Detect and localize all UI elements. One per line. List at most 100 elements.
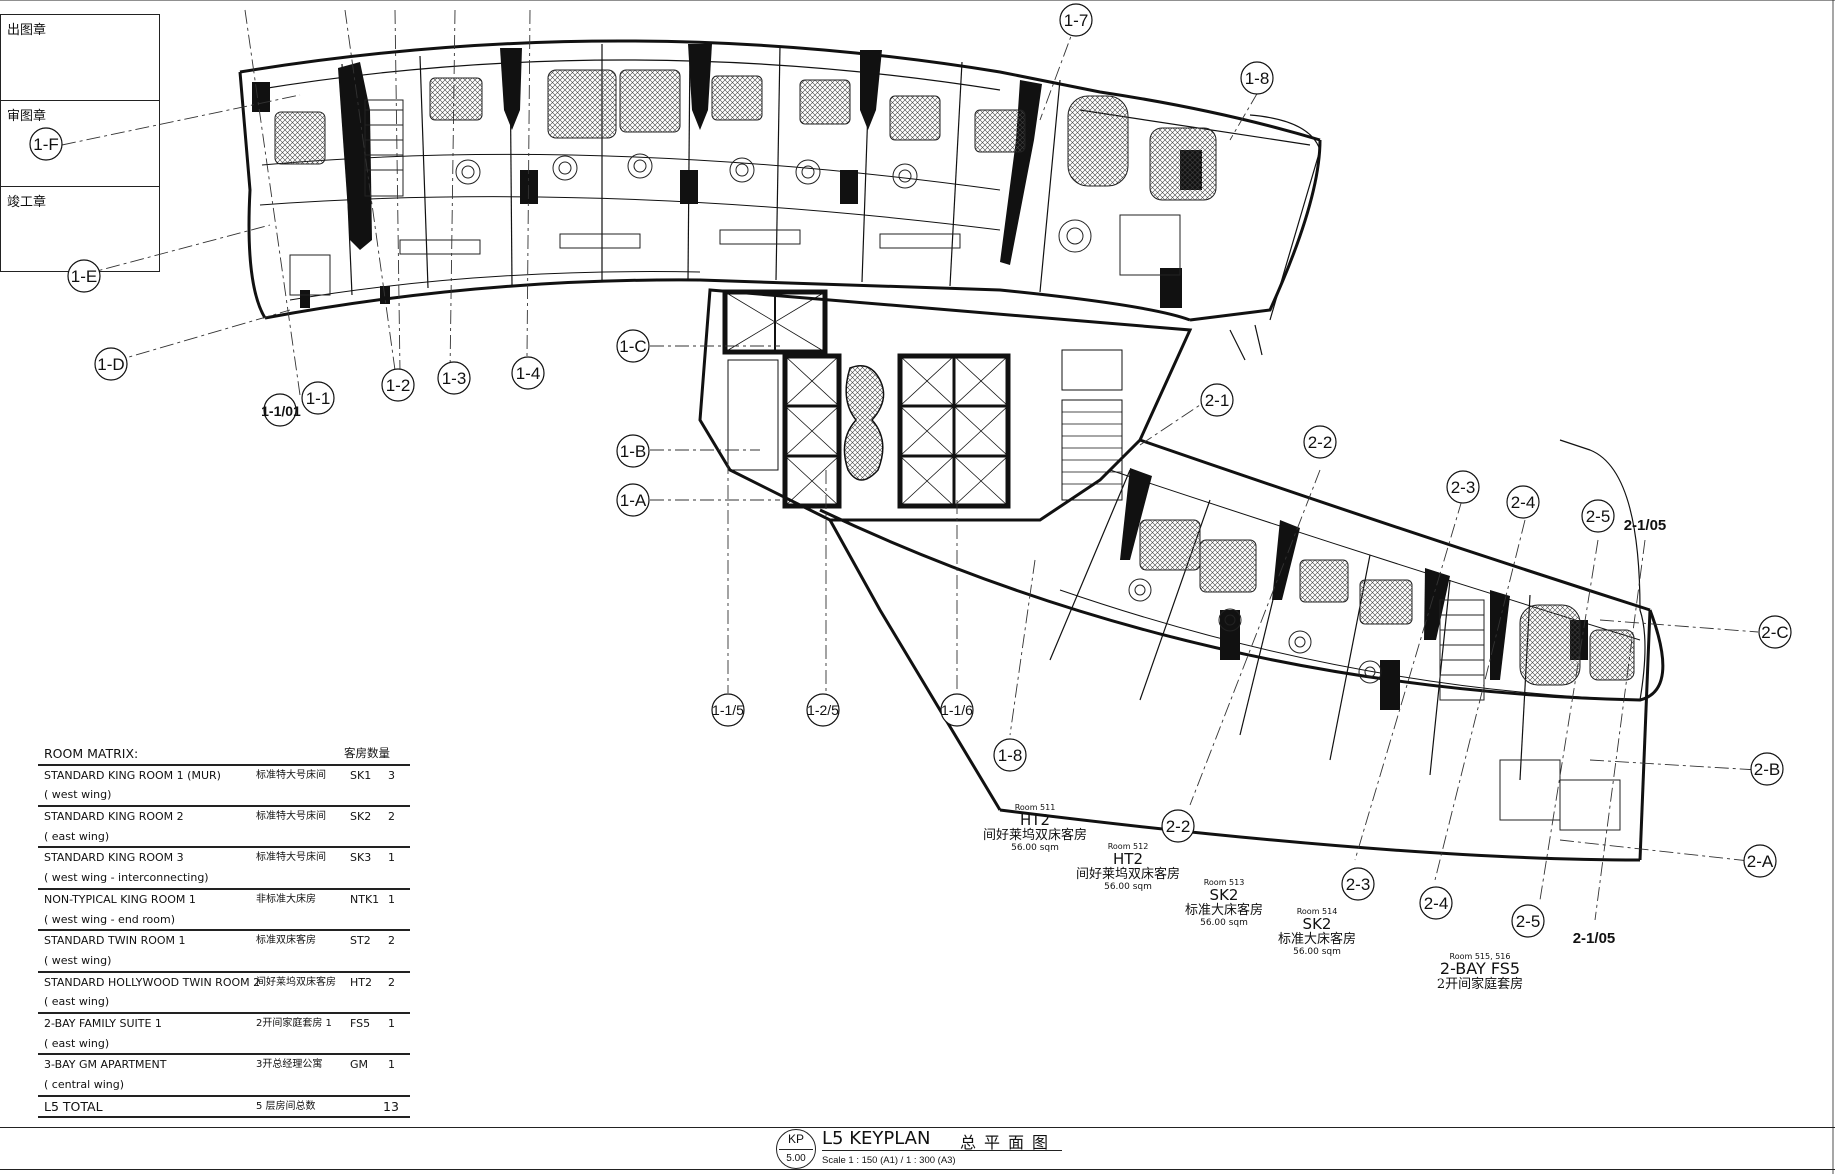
svg-text:2-4: 2-4 bbox=[1511, 493, 1536, 512]
svg-text:1-1/01: 1-1/01 bbox=[261, 403, 301, 419]
matrix-header: ROOM MATRIX: 客房数量 bbox=[38, 744, 410, 766]
svg-text:2-5: 2-5 bbox=[1516, 912, 1541, 931]
row-name: STANDARD KING ROOM 2 bbox=[44, 810, 184, 824]
row-name-cn: 标准特大号床间 bbox=[256, 852, 326, 864]
grid-bubble-2-5-top: 2-5 bbox=[1581, 499, 1615, 533]
matrix-row: STANDARD KING ROOM 1 (MUR) 标准特大号床间 SK1 3 bbox=[38, 766, 410, 786]
matrix-row-sub: ( west wing - end room) bbox=[38, 910, 410, 932]
svg-text:2-B: 2-B bbox=[1754, 760, 1780, 779]
room-name-cn: 间好莱坞双床客房 bbox=[982, 828, 1087, 843]
room-number: Room 512 bbox=[1107, 842, 1149, 851]
room-code: SK2 bbox=[1302, 915, 1332, 933]
row-count: 3 bbox=[388, 768, 395, 782]
svg-text:1-3: 1-3 bbox=[442, 369, 467, 388]
svg-text:1-2/5: 1-2/5 bbox=[807, 702, 839, 718]
room-matrix-table: ROOM MATRIX: 客房数量 STANDARD KING ROOM 1 (… bbox=[38, 744, 410, 1119]
grid-bubble-2-3-bottom: 2-3 bbox=[1341, 867, 1375, 901]
row-wing: ( west wing - interconnecting) bbox=[44, 871, 209, 885]
svg-text:2-4: 2-4 bbox=[1424, 894, 1449, 913]
matrix-title: ROOM MATRIX: bbox=[44, 746, 139, 761]
svg-text:2-3: 2-3 bbox=[1346, 875, 1371, 894]
row-name: STANDARD KING ROOM 3 bbox=[44, 851, 184, 865]
svg-text:1-A: 1-A bbox=[620, 491, 647, 510]
drawing-title-cn: 总平面图 bbox=[960, 1133, 1057, 1152]
grid-bubble-2B: 2-B bbox=[1750, 752, 1784, 786]
stamp-review-label: 审图章 bbox=[7, 109, 47, 124]
svg-text:2-3: 2-3 bbox=[1451, 478, 1476, 497]
grid-label-2-1-05-bottom: 2-1/05 bbox=[1573, 930, 1616, 947]
row-name: 2-BAY FAMILY SUITE 1 bbox=[44, 1016, 162, 1030]
matrix-row: STANDARD KING ROOM 3 标准特大号床间 SK3 1 bbox=[38, 848, 410, 868]
row-wing: ( east wing) bbox=[44, 995, 110, 1009]
west-wing-columns bbox=[252, 44, 1202, 308]
row-code: FS5 bbox=[350, 1016, 371, 1030]
room-number: Room 511 bbox=[1014, 803, 1056, 812]
matrix-row-sub: ( west wing) bbox=[38, 951, 410, 973]
row-code: ST2 bbox=[350, 934, 371, 948]
grid-bubble-2-3-top: 2-3 bbox=[1446, 470, 1480, 504]
grid-bubble-1-7: 1-7 bbox=[1059, 3, 1093, 37]
grid-bubble-1-2: 1-2 bbox=[381, 368, 415, 402]
row-wing: ( west wing - end room) bbox=[44, 912, 176, 926]
stamp-review: 审图章 bbox=[1, 101, 159, 187]
east-wing-beds bbox=[1139, 519, 1635, 686]
svg-text:1-1/6: 1-1/6 bbox=[941, 702, 973, 718]
matrix-row-sub: ( east wing) bbox=[38, 827, 410, 849]
room-name-cn: 标准大床客房 bbox=[1184, 903, 1263, 918]
grid-bubble-2-1: 2-1 bbox=[1200, 383, 1234, 417]
grid-bubble-1-8-bottom: 1-8 bbox=[993, 738, 1027, 772]
row-name-cn: 2开间家庭套房 1 bbox=[256, 1017, 332, 1029]
room-code: HT2 bbox=[1020, 811, 1050, 829]
row-code: GM bbox=[350, 1058, 369, 1072]
grid-bubble-2-4-top: 2-4 bbox=[1506, 485, 1540, 519]
svg-text:1-8: 1-8 bbox=[998, 746, 1023, 765]
svg-text:1-1: 1-1 bbox=[306, 389, 331, 408]
svg-text:1-7: 1-7 bbox=[1064, 11, 1089, 30]
row-name-cn: 间好莱坞双床客房 bbox=[256, 976, 336, 988]
grid-bubble-1-8-top: 1-8 bbox=[1240, 61, 1274, 95]
svg-text:2-2: 2-2 bbox=[1166, 817, 1191, 836]
matrix-total-row: L5 TOTAL 5 层房间总数 13 bbox=[38, 1097, 410, 1119]
grid-bubble-1-1-6: 1-1/6 bbox=[940, 693, 974, 727]
east-wing bbox=[819, 438, 1665, 862]
title-block-top-rule bbox=[0, 1127, 1835, 1128]
matrix-row: NON-TYPICAL KING ROOM 1 非标准大床房 NTK1 1 bbox=[38, 890, 410, 910]
total-label-cn: 5 层房间总数 bbox=[256, 1100, 316, 1112]
room-label-515-516: Room 515, 516 2-BAY FS5 2开间家庭套房 bbox=[1420, 952, 1540, 992]
east-wing-fixtures bbox=[1128, 578, 1621, 831]
matrix-row: STANDARD KING ROOM 2 标准特大号床间 SK2 2 bbox=[38, 807, 410, 827]
row-name-cn: 标准双床客房 bbox=[256, 935, 316, 947]
matrix-qty-header: 客房数量 bbox=[344, 746, 390, 760]
title-block bbox=[0, 1127, 1835, 1174]
gridlines bbox=[61, 9, 1759, 921]
grid-bubble-2-4-bottom: 2-4 bbox=[1419, 886, 1453, 920]
room-area: 56.00 sqm bbox=[1104, 882, 1152, 892]
row-name: NON-TYPICAL KING ROOM 1 bbox=[44, 892, 196, 906]
room-area: 56.00 sqm bbox=[1293, 947, 1341, 957]
room-area: 56.00 sqm bbox=[1200, 918, 1248, 928]
title-block-bottom-rule bbox=[0, 1169, 1835, 1170]
row-count: 2 bbox=[388, 810, 395, 824]
room-number: Room 513 bbox=[1203, 878, 1245, 887]
grid-bubble-2C: 2-C bbox=[1758, 615, 1792, 649]
east-glazing bbox=[1229, 114, 1321, 361]
svg-text:1-1/5: 1-1/5 bbox=[712, 702, 744, 718]
row-name: STANDARD HOLLYWOOD TWIN ROOM 2 bbox=[44, 975, 261, 989]
room-label-511: Room 511 HT2 间好莱坞双床客房 56.00 sqm bbox=[975, 803, 1095, 853]
svg-text:1-4: 1-4 bbox=[516, 364, 541, 383]
grid-bubble-1-1-01: 1-1/01 bbox=[261, 393, 301, 427]
row-name: 3-BAY GM APARTMENT bbox=[44, 1058, 167, 1072]
svg-text:1-B: 1-B bbox=[620, 442, 646, 461]
room-code: SK2 bbox=[1209, 886, 1239, 904]
drawing-title-underline bbox=[822, 1150, 1062, 1151]
room-name-cn: 间好莱坞双床客房 bbox=[1075, 867, 1180, 882]
stamp-issue: 出图章 bbox=[1, 15, 159, 101]
grid-bubble-1E: 1-E bbox=[67, 259, 101, 293]
keyplan-ref-sheet: 5.00 bbox=[786, 1153, 806, 1164]
grid-bubble-2-5-bottom: 2-5 bbox=[1511, 904, 1545, 938]
row-wing: ( west wing) bbox=[44, 953, 112, 967]
grid-bubble-1-3: 1-3 bbox=[437, 361, 471, 395]
drawing-title: L5 KEYPLAN bbox=[822, 1128, 931, 1149]
stamp-issue-label: 出图章 bbox=[7, 23, 47, 38]
